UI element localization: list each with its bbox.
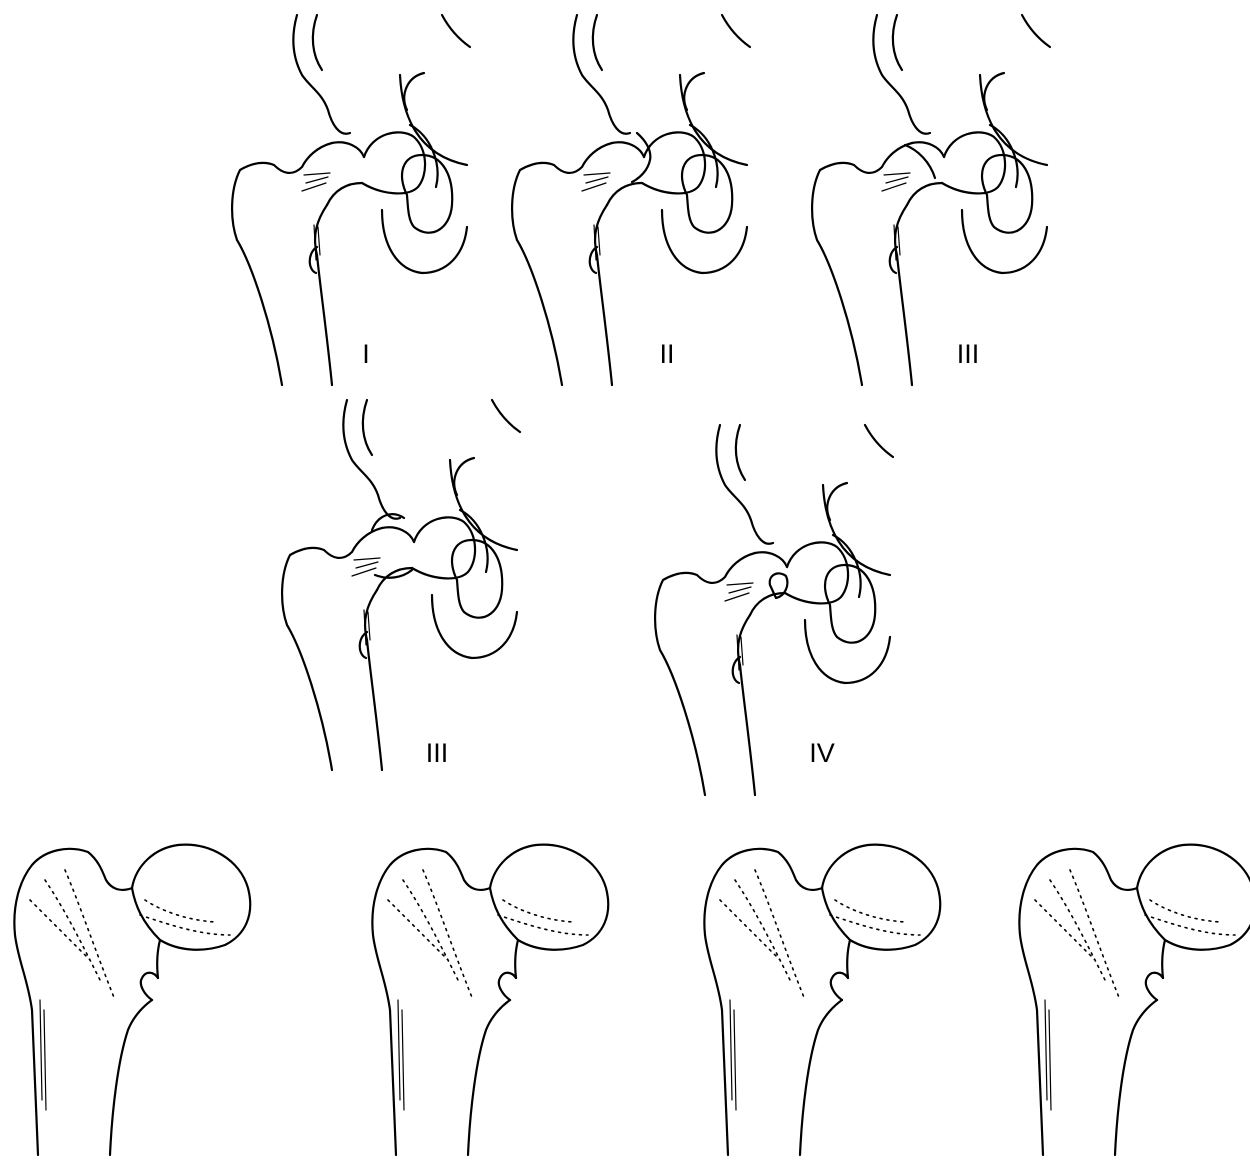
grade-label: III <box>426 738 449 768</box>
grade-label: III <box>957 339 980 369</box>
panel-grade-i: I <box>232 15 470 385</box>
grade-label: IV <box>809 738 835 768</box>
femur-drawing-1 <box>14 845 250 1155</box>
femur-drawing-2 <box>372 845 608 1155</box>
grade-label: II <box>659 339 674 369</box>
panel-grade-iv: IV <box>655 425 893 795</box>
panel-grade-iii-alt: III <box>282 400 520 770</box>
femur-drawing-4 <box>1019 845 1250 1155</box>
panel-grade-iii: III <box>812 15 1050 385</box>
femur-drawing-3 <box>704 845 940 1155</box>
grade-label: I <box>362 339 370 369</box>
panel-grade-ii: II <box>512 15 750 385</box>
